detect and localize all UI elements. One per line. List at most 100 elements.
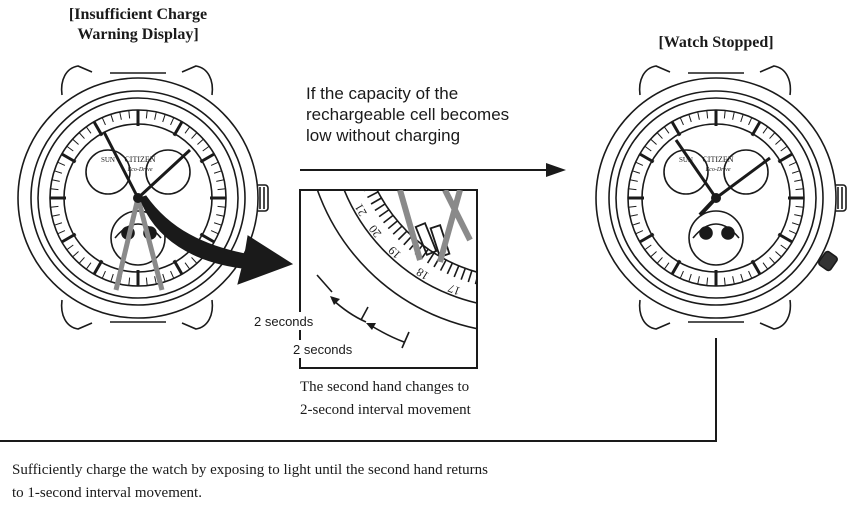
dial-tick xyxy=(197,138,204,145)
dial-tick xyxy=(110,114,114,123)
dial-tick xyxy=(791,170,800,174)
dial-tick xyxy=(795,205,804,208)
dial-tick xyxy=(697,111,700,120)
dial-tick xyxy=(217,188,226,191)
bottom-note-line-1: Sufficiently charge the watch by exposin… xyxy=(12,462,488,478)
dial-tick xyxy=(51,179,60,182)
dial-tick xyxy=(777,232,793,244)
dial-tick xyxy=(670,121,682,137)
dial-tick xyxy=(632,222,641,226)
dial-tick xyxy=(780,145,788,152)
left-brand-label: CITIZEN xyxy=(124,155,155,164)
zoom-tick xyxy=(397,230,408,241)
dial-tick xyxy=(92,121,104,137)
dial-tick xyxy=(762,126,769,134)
dial-tick xyxy=(723,277,726,286)
zoom-tick xyxy=(374,203,386,212)
left-dial-ticks xyxy=(50,110,226,286)
dial-tick xyxy=(66,244,74,251)
dial-tick xyxy=(740,114,744,123)
dial-tick xyxy=(210,161,219,166)
dial-tick xyxy=(663,262,670,270)
dial-tick xyxy=(635,161,644,166)
zoom-tick xyxy=(351,146,363,148)
dial-tick xyxy=(191,257,198,264)
zoom-tick xyxy=(354,159,366,162)
dial-tick xyxy=(697,276,700,285)
dial-tick xyxy=(769,132,776,139)
dial-tick xyxy=(202,145,210,152)
dial-tick xyxy=(162,114,166,123)
left-subbrand-label: Eco-Drive xyxy=(127,167,153,173)
dial-tick xyxy=(57,161,66,166)
dial-tick xyxy=(706,277,709,286)
dial-tick xyxy=(119,111,122,120)
dial-tick xyxy=(775,251,782,258)
dial-tick xyxy=(101,117,106,126)
dial-tick xyxy=(629,214,638,217)
transition-arrow xyxy=(300,163,566,177)
dial-tick xyxy=(644,244,652,251)
dial-tick xyxy=(216,214,225,217)
dial-tick xyxy=(54,222,63,226)
zoom-tick xyxy=(420,248,429,260)
zoom-numeral: 17 xyxy=(446,281,462,298)
dial-tick xyxy=(172,259,184,275)
dial-tick xyxy=(85,262,92,270)
dial-tick xyxy=(154,276,157,285)
zoom-tick xyxy=(490,276,492,288)
arrow-caption-line-1: If the capacity of the xyxy=(306,84,458,103)
zoom-tick xyxy=(483,274,486,286)
dial-tick xyxy=(50,205,59,208)
dial-tick xyxy=(732,276,735,285)
dial-tick xyxy=(210,230,219,235)
dial-tick xyxy=(217,205,226,208)
zoom-tick xyxy=(460,268,467,280)
dial-tick xyxy=(72,138,79,145)
interval-label-bg-1 xyxy=(251,312,329,330)
left-watch-hands xyxy=(102,131,192,291)
right-title: [Watch Stopped] xyxy=(658,34,773,51)
dial-tick xyxy=(191,132,198,139)
dial-tick xyxy=(78,257,85,264)
dial-tick xyxy=(85,126,92,134)
dial-tick xyxy=(663,126,670,134)
zoom-tick xyxy=(439,259,447,271)
dial-tick xyxy=(61,232,77,244)
dial-tick xyxy=(216,179,225,182)
zoom-tick xyxy=(378,209,390,218)
dial-tick xyxy=(795,188,804,191)
dial-tick xyxy=(72,251,79,258)
left-title-line-1: [Insufficient Charge xyxy=(69,6,207,23)
dial-tick xyxy=(199,152,215,164)
dial-tick xyxy=(740,273,744,282)
right-subbrand-label: Eco-Drive xyxy=(705,167,731,173)
left-day-label: SUN xyxy=(101,156,115,164)
dial-tick xyxy=(750,259,762,275)
zoom-tick xyxy=(392,225,403,235)
bottom-note-line-2: to 1-second interval movement. xyxy=(12,485,202,501)
dial-tick xyxy=(748,117,753,126)
dial-tick xyxy=(170,117,175,126)
zoom-tick xyxy=(426,252,435,264)
result-connector xyxy=(0,338,717,442)
dial-tick xyxy=(688,273,692,282)
dial-tick xyxy=(650,251,657,258)
dial-tick xyxy=(748,270,753,279)
dial-tick xyxy=(92,259,104,275)
zoom-tick xyxy=(474,275,477,285)
right-watch-hands xyxy=(674,139,771,217)
dial-tick xyxy=(78,132,85,139)
dial-tick xyxy=(635,230,644,235)
dial-tick xyxy=(154,111,157,120)
arrow-caption-line-2: rechargeable cell becomes xyxy=(306,105,509,124)
dial-tick xyxy=(656,257,663,264)
left-title-line-2: Warning Display] xyxy=(77,26,198,43)
dial-tick xyxy=(639,232,655,244)
zoom-tick xyxy=(383,214,394,224)
zoom-tick xyxy=(352,153,364,156)
interval-label-1: 2 seconds xyxy=(254,314,314,329)
